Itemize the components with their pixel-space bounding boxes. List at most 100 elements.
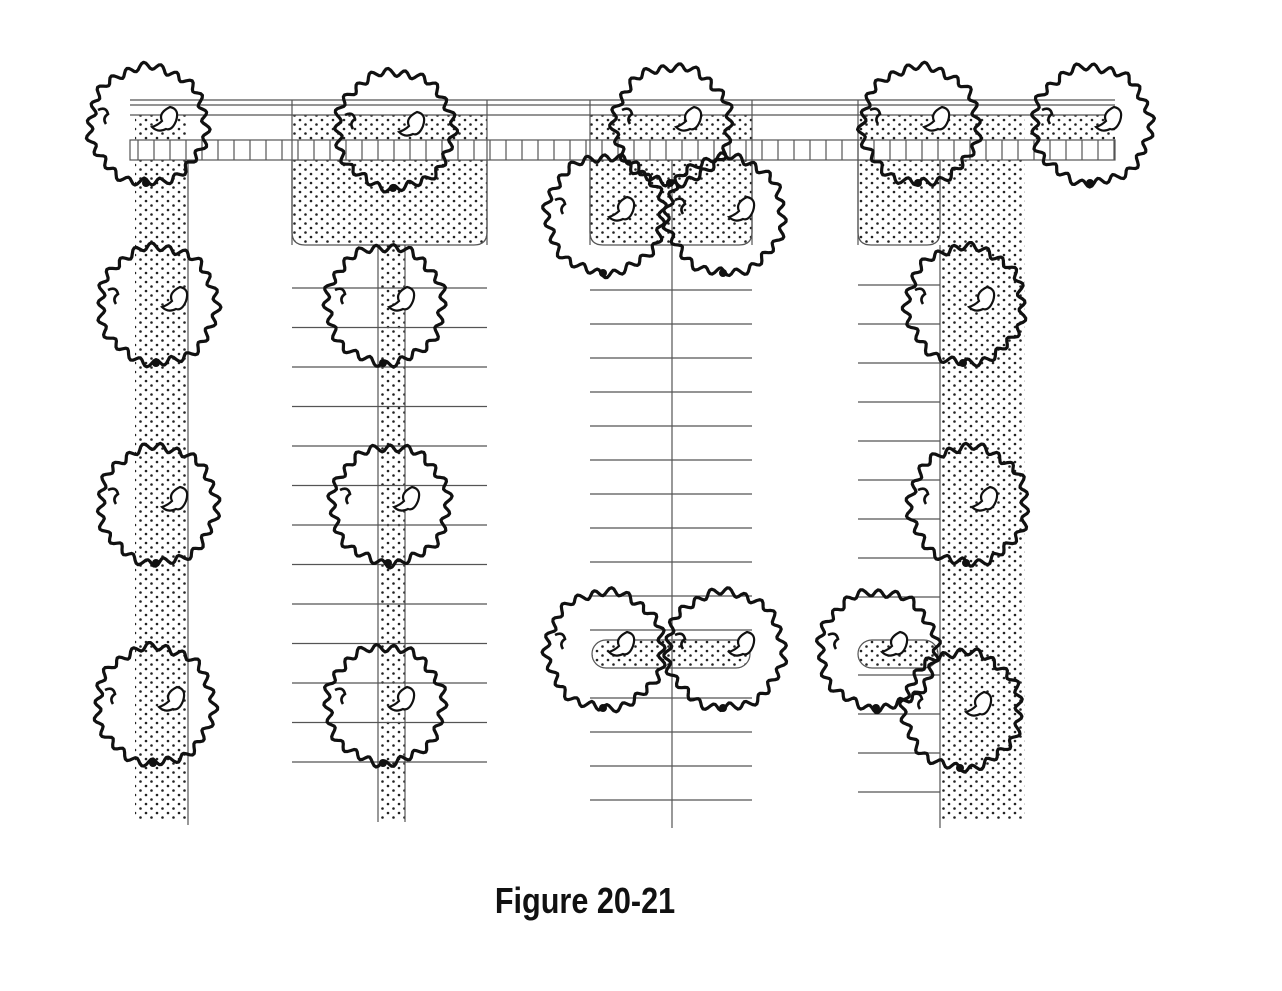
tree-trunk-mark [726, 630, 756, 657]
tree-trunk-mark [1093, 105, 1123, 132]
tree-trunk-mark [159, 485, 189, 512]
tree-base-mark [1086, 179, 1094, 187]
tree-icon [84, 60, 212, 187]
tree-branch-mark [674, 632, 687, 650]
tree-base-mark [962, 559, 970, 567]
tree-icon [321, 243, 448, 369]
trees [84, 60, 1156, 774]
tree-branch-mark [344, 112, 357, 130]
planter-island [291, 159, 488, 246]
tree-base-mark [149, 759, 157, 767]
tree-trunk-mark [879, 630, 909, 657]
tree-base-mark [152, 359, 160, 367]
tree-trunk-mark [386, 685, 416, 712]
tree-trunk-mark [396, 110, 426, 137]
tree-canopy [898, 647, 1024, 774]
tree-icon [661, 151, 788, 278]
figure-caption: Figure 20-21 [494, 880, 676, 921]
tree-base-mark [379, 759, 387, 767]
tree-icon [815, 588, 942, 715]
tree-trunk-mark [606, 195, 636, 222]
tree-canopy [321, 243, 448, 369]
tree-icon [541, 153, 668, 280]
planter-island [857, 159, 941, 246]
tree-branch-mark [554, 632, 567, 650]
tree-icon [856, 60, 983, 187]
tree-base-mark [384, 559, 392, 567]
tree-canopy [856, 60, 983, 187]
tree-base-mark [599, 269, 607, 277]
tree-canopy [662, 586, 789, 713]
tree-branch-mark [621, 107, 634, 125]
tree-branch-mark [334, 687, 347, 705]
tree-canopy [333, 66, 460, 194]
tree-icon [1030, 62, 1156, 189]
tree-base-mark [956, 764, 964, 772]
tree-base-mark [719, 269, 727, 277]
tree-icon [904, 441, 1031, 568]
tree-branch-mark [914, 287, 927, 305]
tree-base-mark [599, 704, 607, 712]
tree-icon [540, 586, 667, 714]
tree-base-mark [152, 559, 160, 567]
tree-trunk-mark [386, 285, 416, 312]
tree-trunk-mark [149, 105, 179, 132]
tree-branch-mark [869, 107, 882, 125]
tree-branch-mark [107, 287, 120, 305]
tree-trunk-mark [606, 630, 636, 657]
tree-branch-mark [674, 197, 687, 215]
tree-canopy [540, 586, 667, 714]
planting-bed [378, 245, 405, 820]
tree-branch-mark [827, 632, 840, 650]
tree-trunk-mark [921, 105, 951, 132]
tree-trunk-mark [673, 105, 703, 132]
tree-base-mark [142, 179, 150, 187]
tree-branch-mark [104, 687, 117, 705]
tree-base-mark [389, 184, 397, 192]
tree-trunk-mark [391, 485, 421, 512]
parking-lot-landscape-plan [84, 60, 1156, 828]
tree-icon [608, 62, 734, 189]
tree-branch-mark [1041, 107, 1054, 125]
tree-branch-mark [97, 107, 110, 125]
tree-icon [898, 647, 1024, 774]
tree-canopy [96, 241, 223, 369]
tree-branch-mark [334, 287, 347, 305]
tree-icon [96, 241, 223, 369]
tree-canopy [541, 153, 668, 280]
tree-base-mark [666, 179, 674, 187]
tree-canopy [95, 441, 222, 568]
tree-canopy [904, 441, 1031, 568]
tree-trunk-mark [969, 485, 999, 512]
planting-bed [135, 115, 188, 820]
tree-canopy [1030, 62, 1156, 189]
tree-canopy [815, 588, 942, 715]
tree-icon [322, 643, 449, 769]
tree-icon [95, 441, 222, 568]
tree-icon [326, 443, 454, 570]
tree-branch-mark [917, 487, 930, 505]
tree-canopy [322, 643, 449, 769]
tree-trunk-mark [726, 195, 756, 222]
tree-base-mark [719, 704, 727, 712]
tree-branch-mark [911, 692, 924, 710]
tree-base-mark [872, 704, 880, 712]
tree-base-mark [914, 179, 922, 187]
tree-canopy [84, 60, 212, 187]
tree-icon [92, 641, 220, 768]
tree-trunk-mark [963, 690, 993, 717]
tree-trunk-mark [966, 285, 996, 312]
tree-canopy [92, 641, 220, 768]
tree-trunk-mark [156, 685, 186, 712]
tree-icon [900, 241, 1028, 368]
tree-canopy [608, 62, 734, 189]
tree-branch-mark [339, 487, 352, 505]
tree-base-mark [959, 359, 967, 367]
planting-bed [940, 160, 1025, 820]
tree-branch-mark [107, 487, 120, 505]
tree-icon [662, 586, 789, 713]
tree-canopy [661, 151, 788, 278]
tree-trunk-mark [159, 285, 189, 312]
tree-canopy [900, 241, 1028, 368]
tree-canopy [326, 443, 454, 570]
